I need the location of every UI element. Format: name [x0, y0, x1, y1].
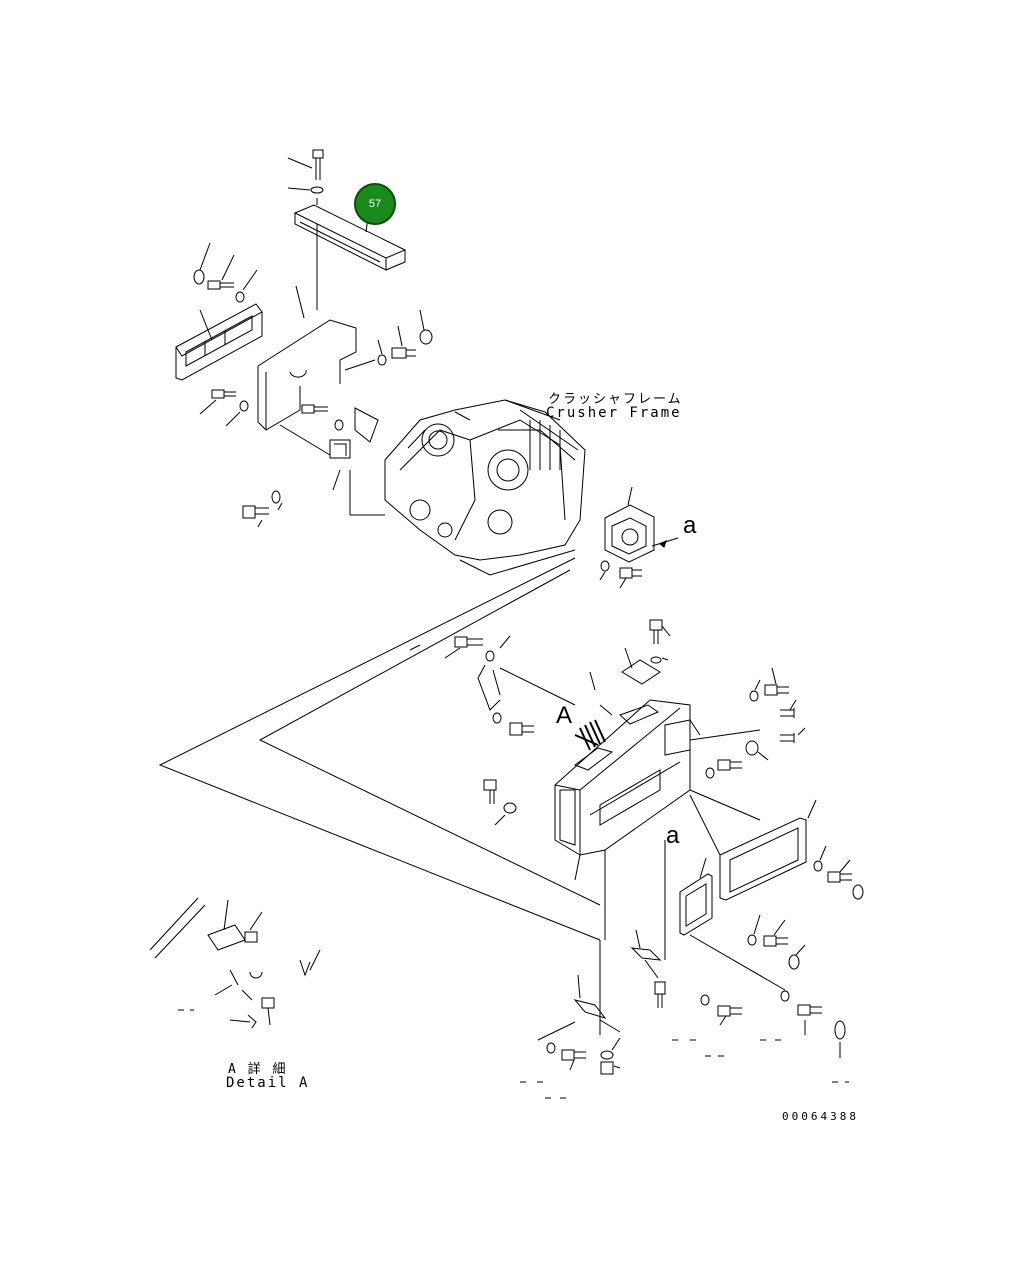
right-access-cover — [689, 794, 817, 901]
bottom-center-brackets — [537, 929, 742, 1075]
placeholder-dashes — [178, 1009, 849, 1099]
document-number: 00064388 — [782, 1110, 859, 1123]
callout-bubble-57[interactable]: 57 — [354, 183, 396, 225]
upper-left-fasteners — [193, 242, 258, 303]
crusher-frame-label-jp: クラッシャフレーム — [548, 392, 683, 407]
crusher-frame-label-en: Crusher Frame — [546, 405, 682, 421]
top-right-small-plate — [621, 619, 671, 685]
right-side-bolts — [705, 667, 806, 779]
mid-bracket-fasteners — [444, 635, 576, 826]
detail-a-label-en: Detail A — [226, 1075, 310, 1091]
detail-marker-A: A — [556, 702, 573, 729]
top-bolt — [287, 149, 324, 180]
left-access-cover — [664, 840, 713, 960]
view-marker-a-upper: a — [683, 512, 697, 539]
cover-right-fasteners — [344, 309, 433, 371]
crusher-frame — [349, 399, 586, 576]
left-side-cover — [257, 285, 357, 431]
lower-left-bolt — [242, 490, 283, 528]
assembly-guide-lines — [158, 557, 606, 1035]
lower-frame-body — [554, 671, 761, 881]
right-inspection-plate — [599, 486, 679, 589]
top-washer — [287, 186, 324, 194]
detail-a-illustration — [149, 897, 321, 1029]
bottom-right-fasteners — [689, 845, 864, 1058]
detail-a-label-jp: A 詳 細 — [228, 1062, 288, 1077]
left-grille-plate — [175, 303, 263, 381]
view-marker-a-lower: a — [666, 822, 680, 849]
mid-left-fasteners — [199, 389, 379, 491]
